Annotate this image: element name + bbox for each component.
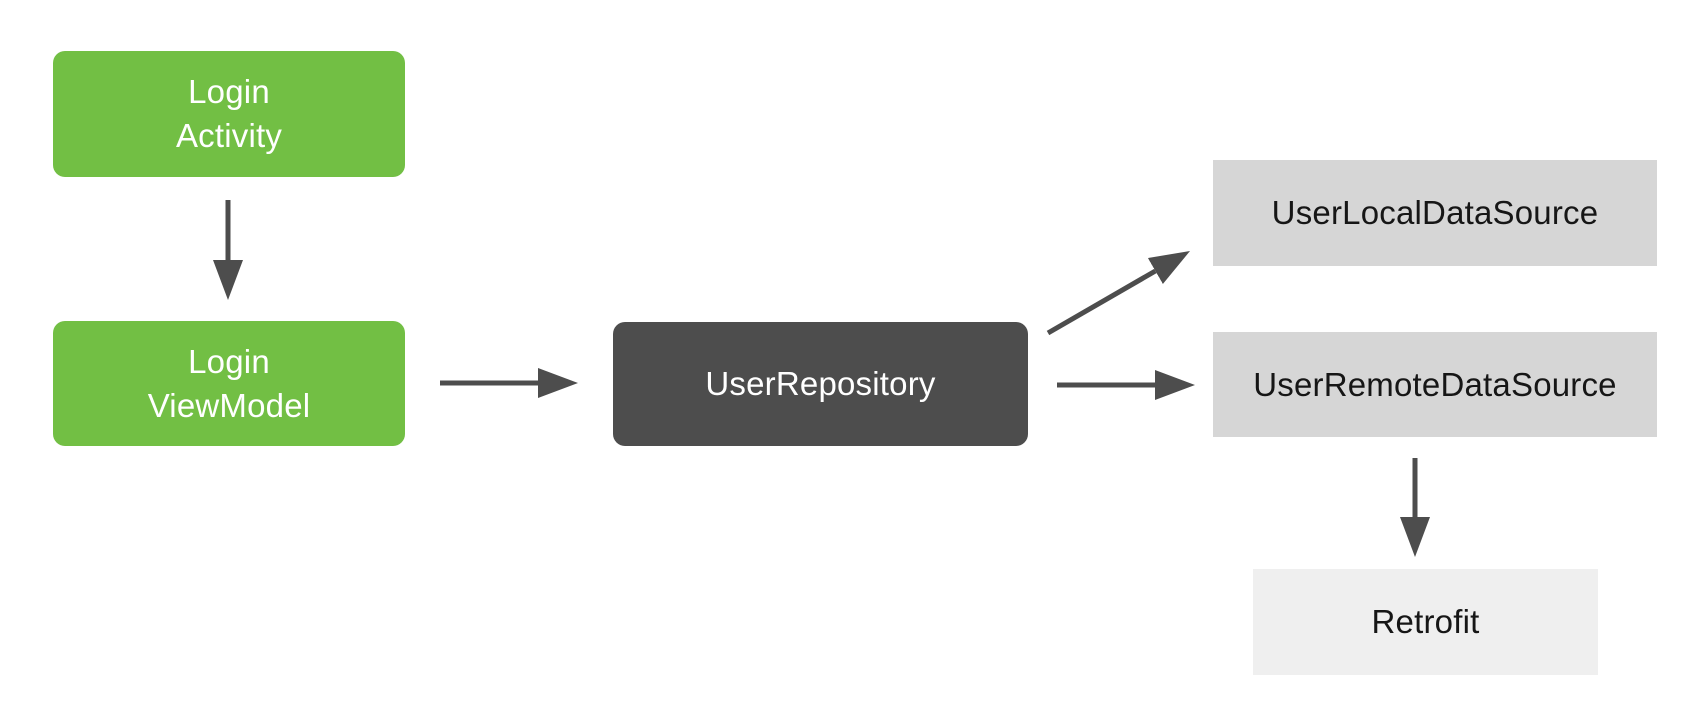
node-user-local-datasource: UserLocalDataSource — [1213, 160, 1657, 266]
node-user-remote-datasource: UserRemoteDataSource — [1213, 332, 1657, 437]
node-label-user-repository: UserRepository — [705, 365, 936, 402]
node-label-login-viewmodel: Login ViewModel — [147, 342, 311, 424]
node-label-user-remote-datasource: UserRemoteDataSource — [1253, 365, 1617, 403]
node-label-user-local-datasource: UserLocalDataSource — [1271, 194, 1599, 231]
node-label-retrofit: Retrofit — [1371, 603, 1480, 640]
edge-user-repository-to-user-local-datasource — [1046, 250, 1191, 336]
node-login-viewmodel: Login ViewModel — [53, 321, 405, 446]
node-login-activity: Login Activity — [53, 51, 405, 177]
node-label-login-activity: Login Activity — [175, 73, 283, 154]
node-retrofit: Retrofit — [1253, 569, 1598, 675]
node-user-repository: UserRepository — [613, 322, 1028, 446]
